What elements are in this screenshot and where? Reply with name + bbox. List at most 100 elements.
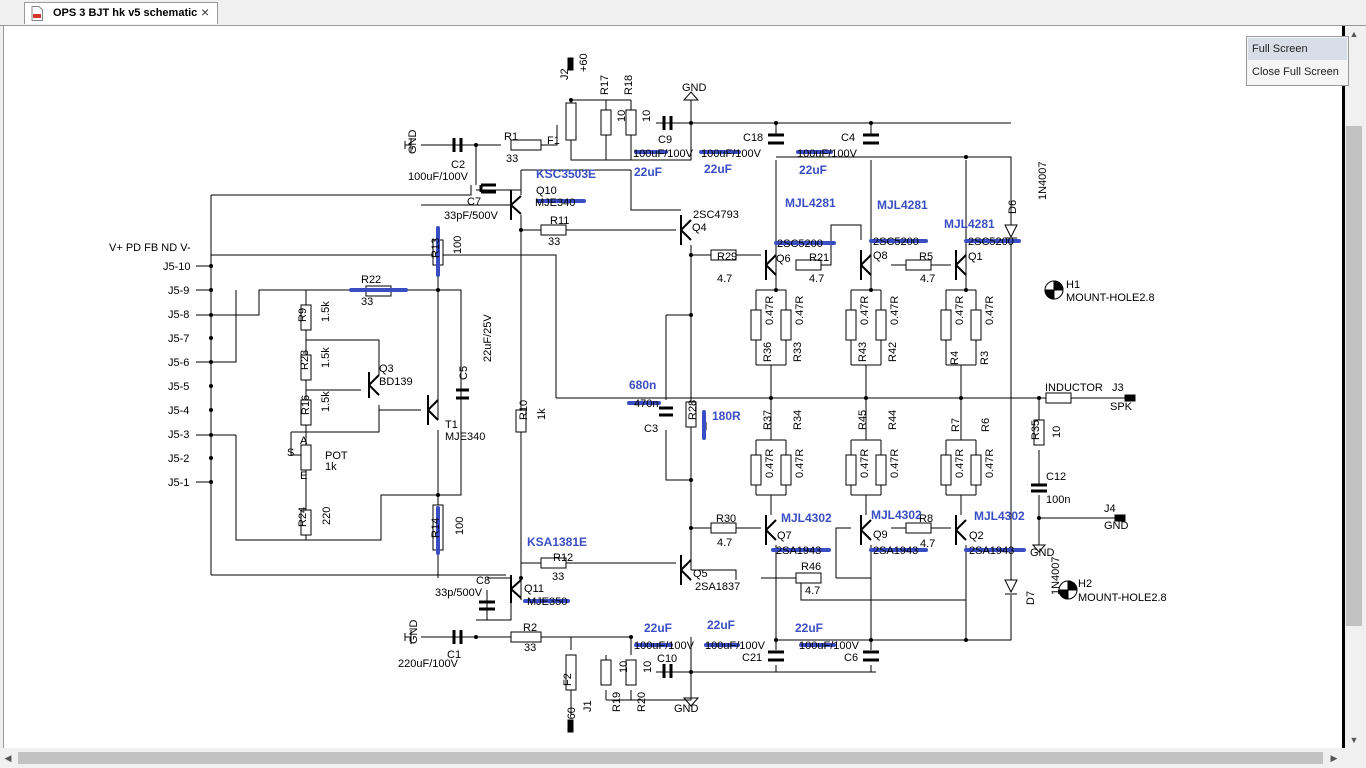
label: C18 bbox=[743, 132, 763, 144]
label: 4.7 bbox=[920, 273, 935, 285]
scroll-right-icon[interactable]: ▶ bbox=[1330, 753, 1338, 763]
schematic-drawing: GND C2 100uF/100V R1 33 F1 J2 +60 R17 10… bbox=[109, 53, 1167, 733]
resistors bbox=[300, 102, 1072, 691]
label: C5 bbox=[458, 366, 470, 380]
label: J5-7 bbox=[168, 333, 189, 345]
label: 2SA1943 bbox=[776, 545, 821, 557]
schematic-viewer[interactable]: GND C2 100uF/100V R1 33 F1 J2 +60 R17 10… bbox=[3, 26, 1343, 748]
label: R43 bbox=[857, 342, 869, 362]
tab-bar: OPS 3 BJT hk v5 schematic × bbox=[0, 0, 1366, 26]
label: R9 bbox=[297, 308, 309, 322]
label: MJE340 bbox=[535, 197, 575, 209]
label: MJL4281 bbox=[944, 217, 995, 231]
label: R6 bbox=[980, 418, 992, 432]
close-full-screen-button[interactable]: Close Full Screen bbox=[1252, 66, 1339, 78]
label: 0.47R bbox=[794, 296, 806, 325]
label: R20 bbox=[636, 692, 648, 712]
label: 100uF/100V bbox=[701, 148, 762, 160]
label: 680n bbox=[629, 378, 656, 392]
label: S bbox=[287, 447, 294, 459]
label: BD139 bbox=[379, 376, 413, 388]
label: GND bbox=[674, 703, 699, 715]
label: R13 bbox=[430, 238, 442, 258]
label: Q5 bbox=[693, 568, 708, 580]
label: GND bbox=[1104, 520, 1129, 532]
label: C8 bbox=[476, 575, 490, 587]
label: R18 bbox=[623, 75, 635, 95]
label: 0.47R bbox=[954, 449, 966, 478]
full-screen-button[interactable]: Full Screen bbox=[1248, 38, 1347, 60]
label: 0.47R bbox=[764, 449, 776, 478]
label: SPK bbox=[1110, 401, 1133, 413]
label: GND bbox=[408, 620, 420, 645]
label: 33 bbox=[361, 296, 373, 308]
label: T1 bbox=[445, 419, 458, 431]
label: J1 bbox=[582, 700, 594, 712]
label: R28 bbox=[687, 400, 699, 420]
label: GND bbox=[407, 130, 419, 155]
label: Q9 bbox=[873, 529, 888, 541]
label: R29 bbox=[717, 251, 737, 263]
scroll-up-icon[interactable]: ▲ bbox=[1349, 29, 1359, 39]
label: J3 bbox=[1112, 382, 1124, 394]
label: 22uF bbox=[795, 621, 823, 635]
label: 33 bbox=[524, 642, 536, 654]
label: R23 bbox=[299, 350, 311, 370]
label: C12 bbox=[1046, 471, 1066, 483]
label: 100n bbox=[1046, 494, 1070, 506]
annotation-highlights bbox=[349, 150, 1026, 647]
horizontal-scroll-thumb[interactable] bbox=[18, 752, 1323, 764]
label: R1 bbox=[504, 131, 518, 143]
horizontal-scrollbar[interactable]: ◀ ▶ bbox=[0, 748, 1366, 768]
wires bbox=[196, 99, 1131, 715]
label: 0.47R bbox=[889, 296, 901, 325]
vertical-scrollbar[interactable]: ▲ ▼ bbox=[1342, 26, 1366, 748]
label: 1k bbox=[536, 408, 548, 420]
label: 1.5k bbox=[320, 347, 332, 368]
label: J5-3 bbox=[168, 429, 189, 441]
label: R24 bbox=[297, 507, 309, 527]
label: R42 bbox=[887, 342, 899, 362]
transistors bbox=[368, 190, 967, 603]
label: MOUNT-HOLE2.8 bbox=[1078, 592, 1167, 604]
label: D6 bbox=[1007, 200, 1019, 214]
label: 22uF bbox=[704, 162, 732, 176]
label: 100 bbox=[452, 236, 464, 254]
label: 10 bbox=[616, 110, 628, 122]
document-tab[interactable]: OPS 3 BJT hk v5 schematic × bbox=[24, 2, 218, 24]
label: Q1 bbox=[968, 251, 983, 263]
label: R46 bbox=[801, 561, 821, 573]
scroll-down-icon[interactable]: ▼ bbox=[1349, 735, 1359, 745]
label: R34 bbox=[792, 410, 804, 430]
label: 33 bbox=[552, 571, 564, 583]
label: J5-5 bbox=[168, 381, 189, 393]
label: H1 bbox=[1066, 279, 1080, 291]
label: KSA1381E bbox=[527, 535, 587, 549]
label: 2SC5200 bbox=[968, 236, 1014, 248]
pdf-file-icon bbox=[31, 6, 43, 21]
vertical-scroll-thumb[interactable] bbox=[1346, 126, 1362, 626]
label: D7 bbox=[1025, 591, 1037, 605]
label: 4.7 bbox=[920, 538, 935, 550]
label: 33 bbox=[548, 236, 560, 248]
label: V+ PD FB ND V- bbox=[109, 242, 191, 254]
label: KSC3503E bbox=[536, 167, 596, 181]
label: +60 bbox=[578, 53, 590, 72]
label: R8 bbox=[919, 513, 933, 525]
label: R35 bbox=[1030, 420, 1042, 440]
close-tab-icon[interactable]: × bbox=[201, 4, 210, 20]
label: J5-9 bbox=[168, 285, 189, 297]
label: 1N4007 bbox=[1037, 161, 1049, 200]
label: MJL4281 bbox=[877, 198, 928, 212]
label: 0.47R bbox=[954, 296, 966, 325]
scroll-left-icon[interactable]: ◀ bbox=[4, 753, 12, 763]
label: 22uF bbox=[707, 618, 735, 632]
label: C9 bbox=[658, 134, 672, 146]
label: 0.47R bbox=[859, 449, 871, 478]
label: 2SA1943 bbox=[873, 545, 918, 557]
label: MJE340 bbox=[445, 431, 485, 443]
label: R10 bbox=[518, 400, 530, 420]
label: J5-4 bbox=[168, 405, 189, 417]
label: 2SC5200 bbox=[777, 238, 823, 250]
label: 100 bbox=[454, 517, 466, 535]
